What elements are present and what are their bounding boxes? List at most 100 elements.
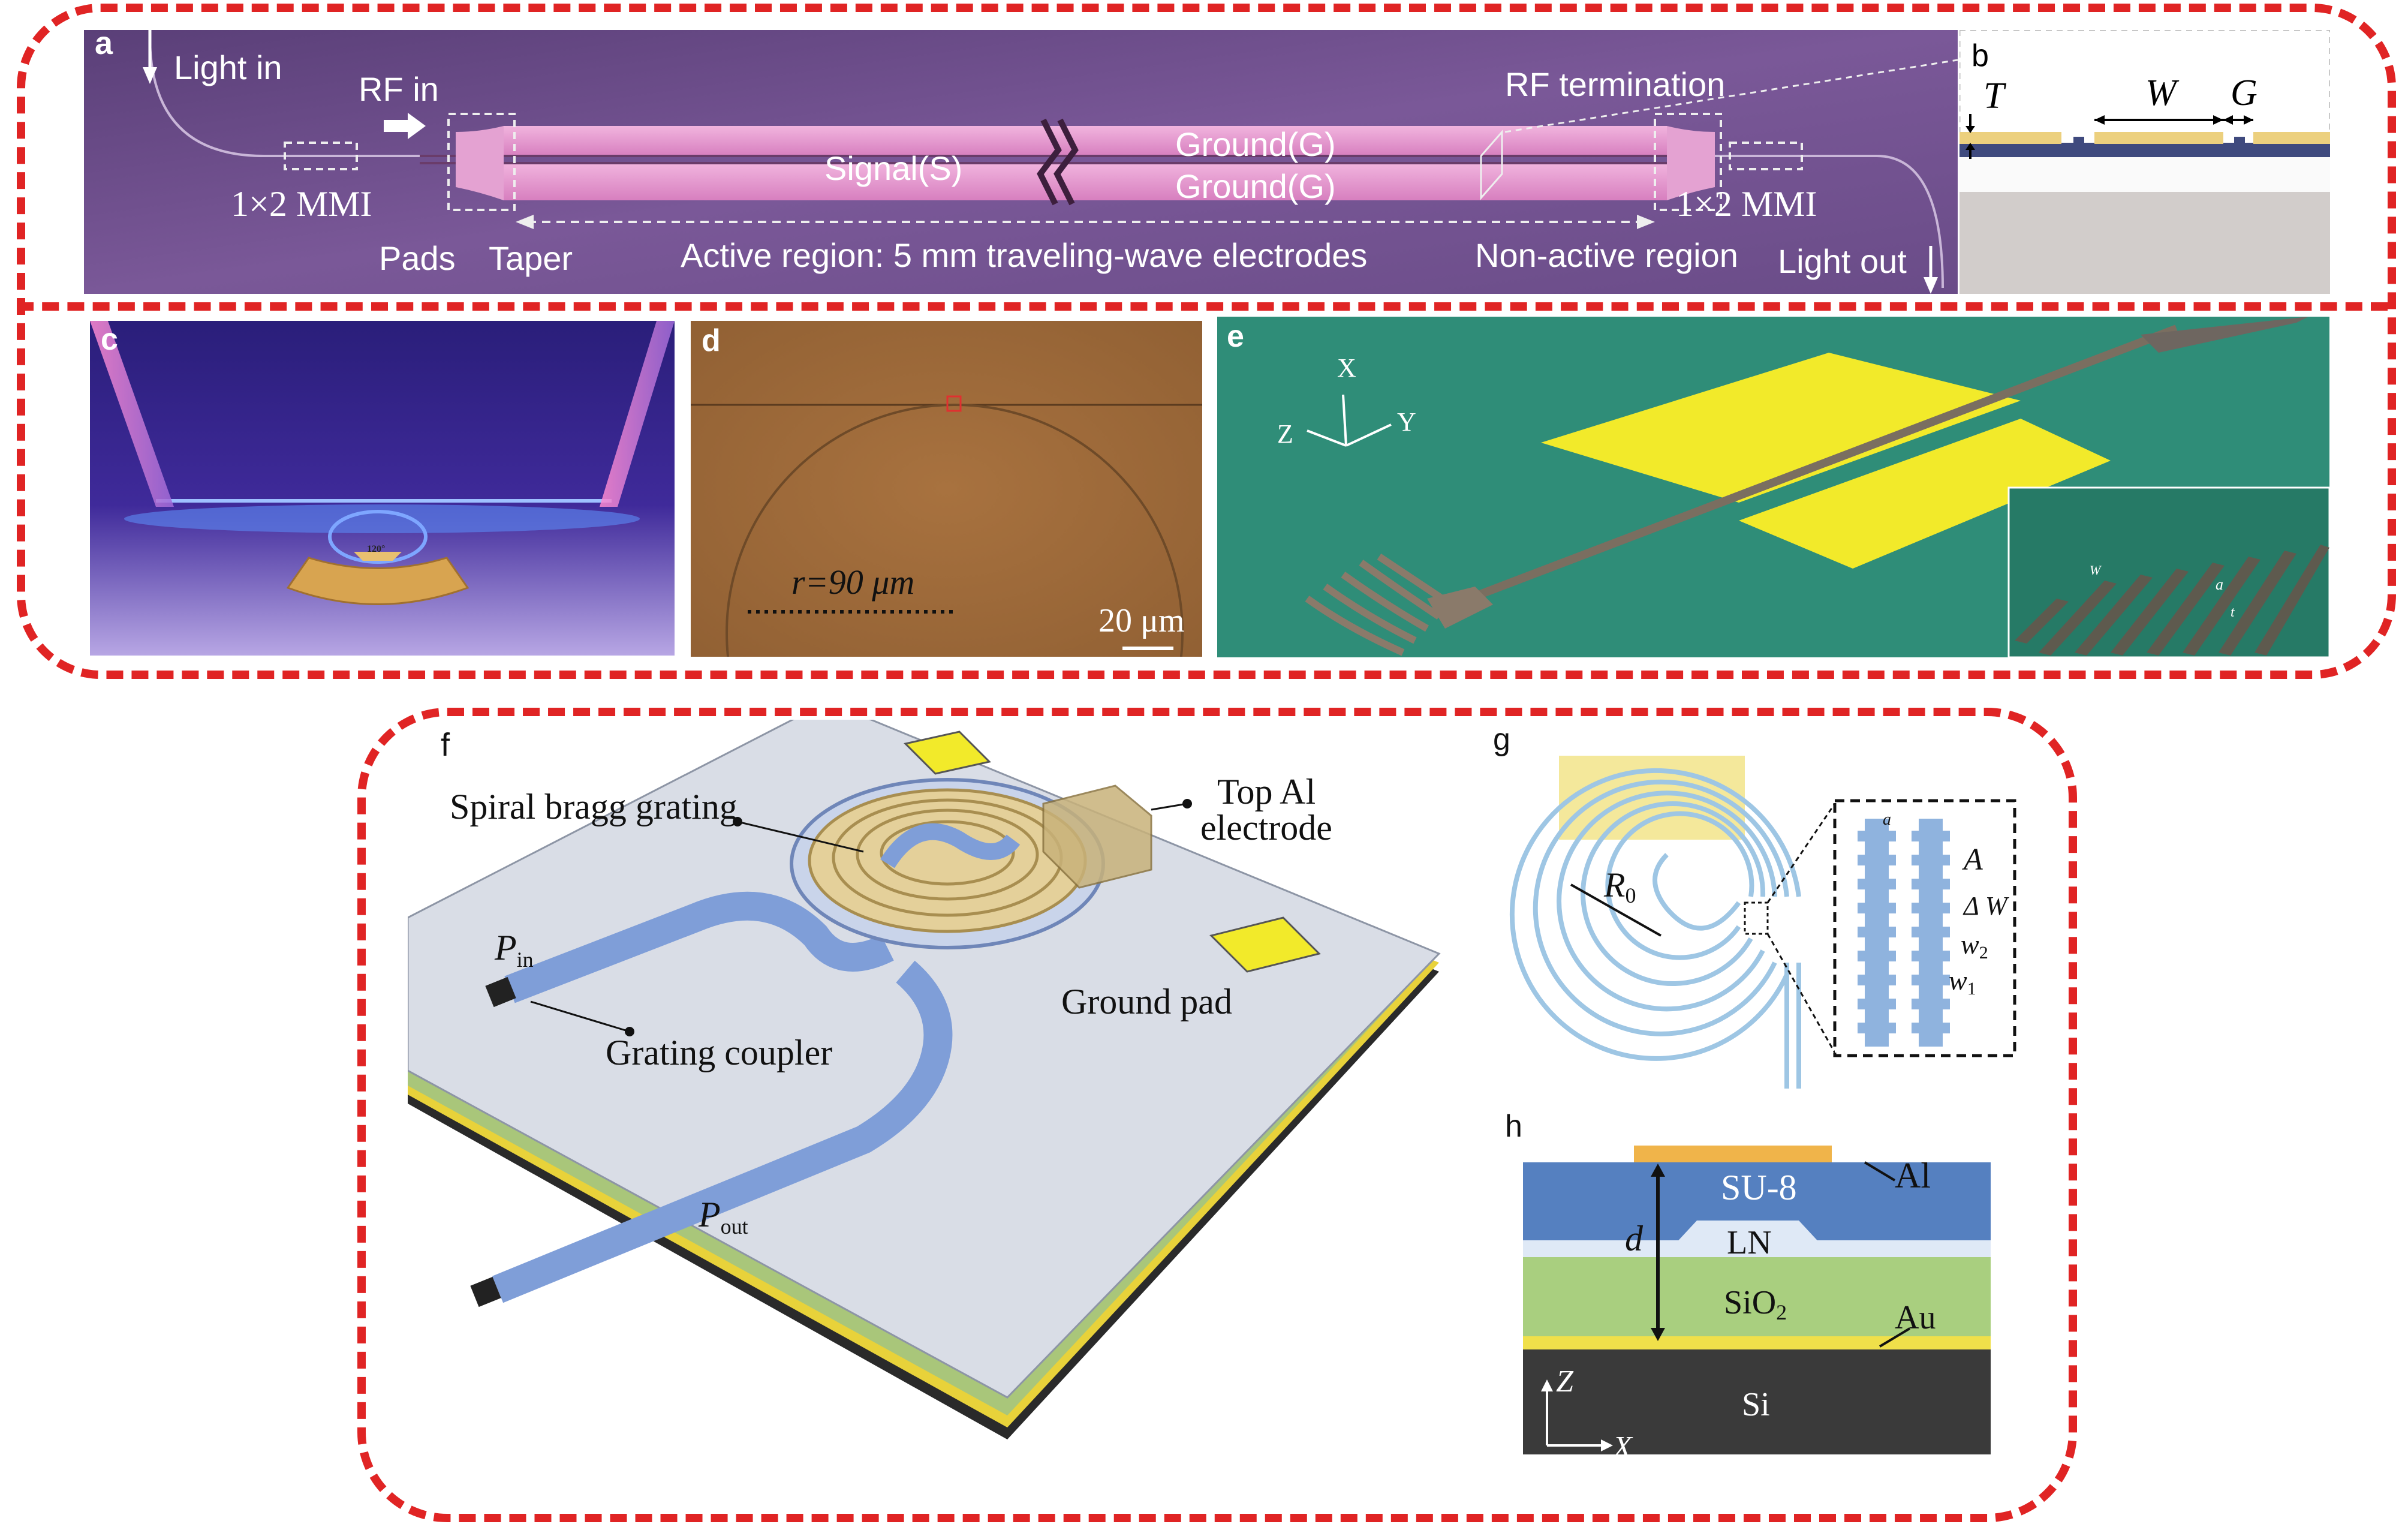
spiral-label: Spiral bragg grating	[450, 787, 738, 826]
ln-ridge	[1673, 1221, 1823, 1246]
spiral-g	[1509, 768, 1801, 1061]
w-label: W	[2145, 73, 2180, 113]
electrode-left	[1959, 132, 2061, 144]
si-substrate	[1523, 1349, 1991, 1454]
fiber-left	[90, 321, 174, 507]
ground-pad-right	[1209, 916, 1321, 973]
mmi-right-box	[1729, 142, 1803, 170]
top-al-electrode	[1042, 784, 1152, 889]
al-label: Al	[1895, 1156, 1931, 1195]
w1-label: w1	[1949, 965, 1976, 999]
sio2-layer	[1523, 1257, 1991, 1336]
su8-label: SU-8	[1721, 1168, 1797, 1207]
light-in-arrow	[143, 67, 157, 84]
w2-label: w2	[1961, 929, 1988, 963]
r0-label: R0	[1603, 865, 1636, 907]
axis-y-label: Y	[1397, 407, 1416, 437]
pads-box-left	[447, 113, 516, 211]
ln-slab	[1523, 1240, 1991, 1257]
ground-pad-label: Ground pad	[1061, 982, 1232, 1021]
grating-coupler-out	[470, 1276, 501, 1307]
ground-bottom-label: Ground(G)	[1175, 167, 1336, 205]
ground-pad-top	[904, 731, 991, 775]
panel-f-letter: f	[441, 727, 450, 763]
inset-grating-bars	[2015, 545, 2329, 656]
rf-in-label: RF in	[359, 70, 439, 108]
panel-e: X Y Z W a t e	[1217, 317, 2329, 657]
rf-termination-label: RF termination	[1505, 65, 1725, 103]
scale-label: 20 μm	[1098, 602, 1185, 639]
panel-d-letter: d	[702, 323, 721, 358]
grating-coupler-label: Grating coupler	[606, 1033, 832, 1072]
radius-label: r=90 μm	[791, 563, 914, 602]
panel-h: h SU-8 Al d LN SiO2 Au Z Si X	[1499, 1110, 2003, 1463]
panel-a-letter: a	[95, 30, 113, 61]
electrode-bottom	[504, 163, 1667, 200]
ring-resonator	[328, 510, 428, 564]
inset-t-label: t	[2231, 605, 2235, 620]
signal-label: Signal(S)	[824, 149, 962, 187]
fiber-right	[600, 321, 675, 507]
al-electrode	[1634, 1146, 1832, 1162]
a-label: a	[1883, 810, 1891, 829]
input-waveguide-f	[504, 891, 894, 1003]
au-layer	[1523, 1336, 1991, 1349]
output-waveguide	[1667, 155, 1944, 288]
pads-box-right	[1654, 113, 1722, 211]
z-label: Z	[1556, 1364, 1574, 1399]
top-al-label-1: Top Al	[1217, 772, 1316, 811]
panel-a: a Light in RF in 1×2 MMI Pads Taper Sign…	[84, 30, 1958, 294]
top-al-label-2: electrode	[1200, 808, 1332, 847]
g-label: G	[2231, 73, 2258, 113]
waveguide-e	[1467, 324, 2178, 603]
mmi-left-label: 1×2 MMI	[231, 184, 372, 224]
d-label: d	[1625, 1219, 1644, 1258]
arc-electrode	[286, 557, 469, 605]
electrode-top	[504, 126, 1667, 156]
coupling-marker	[946, 395, 962, 412]
panel-g-letter: g	[1493, 723, 1510, 757]
non-active-label: Non-active region	[1475, 236, 1738, 274]
ground-top-label: Ground(G)	[1175, 125, 1336, 163]
gold-electrode-bottom	[1739, 419, 2111, 569]
panel-e-letter: e	[1227, 319, 1244, 354]
panel-b-letter: b	[1971, 38, 1989, 73]
p-out-label: Pout	[698, 1195, 748, 1239]
light-out-label: Light out	[1778, 242, 1907, 280]
angle-label: 120°	[367, 544, 385, 554]
p-in-label: Pin	[494, 928, 534, 972]
si-label: Si	[1742, 1386, 1770, 1423]
panel-h-letter: h	[1505, 1110, 1522, 1144]
spiral-bragg-grating	[790, 778, 1105, 949]
rf-in-arrow	[384, 113, 426, 139]
mmi-left-box	[284, 142, 358, 170]
sio2-label: SiO2	[1724, 1284, 1787, 1324]
zoom-box	[1744, 901, 1769, 935]
panel-f: f Spiral bragg grating Top Al electrode …	[408, 720, 1457, 1457]
panel-d: r=90 μm 20 μm d	[691, 321, 1202, 657]
x-label: X	[1612, 1430, 1633, 1463]
t-label: T	[1983, 76, 2007, 116]
grating-coupler-in	[485, 976, 516, 1008]
layer-blue	[1959, 143, 2330, 157]
substrate-gray	[1959, 192, 2330, 294]
break-mark	[1037, 118, 1062, 206]
output-waveguide-f	[492, 960, 953, 1303]
pads-label: Pads	[379, 239, 456, 277]
dw-label: Δ W	[1962, 891, 2009, 921]
inset-a-label: a	[2216, 576, 2223, 593]
top-divider-line	[17, 302, 2388, 311]
axis-z-label: Z	[1277, 419, 1293, 449]
mmi-right-label: 1×2 MMI	[1676, 184, 1817, 224]
light-out-arrow	[1924, 277, 1938, 294]
axis-x-label: X	[1337, 353, 1356, 383]
panel-c-letter: c	[101, 322, 118, 357]
top-dashed-frame	[17, 4, 2396, 679]
panel-b: b T W G	[1959, 30, 2330, 294]
bottom-dashed-frame	[357, 708, 2077, 1522]
r0-line	[1570, 883, 1661, 937]
A-label: A	[1962, 843, 1983, 877]
active-region-label: Active region: 5 mm traveling-wave elect…	[681, 236, 1367, 274]
rf-termination-box	[1480, 130, 1503, 200]
taper-right	[1667, 126, 1715, 200]
